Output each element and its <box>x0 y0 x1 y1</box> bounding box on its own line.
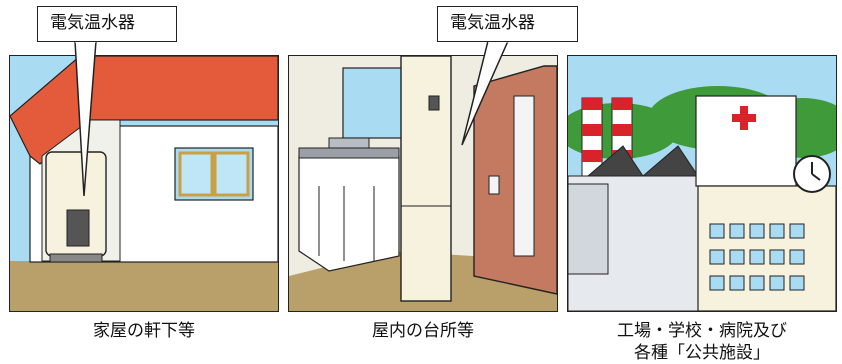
red-cross-icon <box>732 106 756 130</box>
kitchen-illustration <box>289 56 557 311</box>
water-heater-callout-1: 電気温水器 <box>37 6 177 42</box>
clock-icon <box>793 155 831 193</box>
caption-public-facilities-line-1: 工場・学校・病院及び <box>617 321 787 341</box>
caption-house-eaves: 家屋の軒下等 <box>93 321 195 341</box>
kitchen-counter <box>298 155 400 272</box>
water-heater-unit-2 <box>400 56 452 302</box>
house-illustration <box>10 56 278 311</box>
building-windows <box>709 223 805 291</box>
school-building <box>697 185 836 311</box>
panel-public-facilities <box>567 55 837 312</box>
water-heater-callout-2: 電気温水器 <box>437 6 578 42</box>
panel-kitchen <box>288 55 558 312</box>
panel-house-eaves <box>9 55 279 312</box>
caption-public-facilities-line-2: 各種「公共施設」 <box>634 343 770 363</box>
caption-public-facilities: 工場・学校・病院及び 各種「公共施設」 <box>567 320 837 364</box>
public-facilities-illustration <box>568 56 836 311</box>
caption-kitchen: 屋内の台所等 <box>372 321 474 341</box>
factory-chimneys <box>581 97 633 179</box>
